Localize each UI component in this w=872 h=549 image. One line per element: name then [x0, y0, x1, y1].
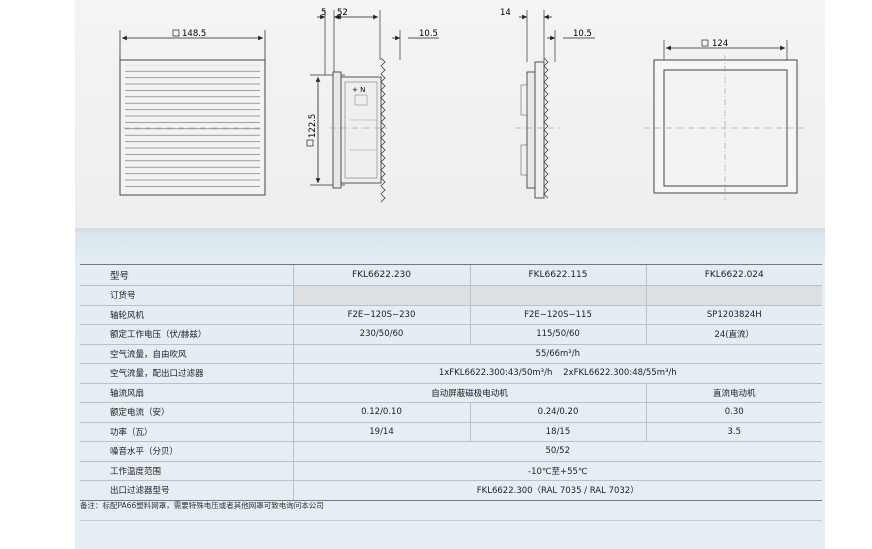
header-label: 型号: [80, 264, 293, 286]
header-model-024: FKL6622.024: [645, 264, 822, 286]
table-cell: 55/66m³/h: [292, 344, 822, 364]
table-header-row: 型号 FKL6622.230 FKL6622.115 FKL6622.024: [80, 264, 822, 286]
order-number-cell: [469, 285, 646, 306]
order-number-cell: [292, 285, 470, 306]
header-model-115: FKL6622.115: [469, 264, 646, 286]
table-row: 空气流量，配出口过滤器 1xFKL6622.300:43/50m³/h 2xFK…: [80, 363, 822, 384]
table-row: 功率（瓦） 19/14 18/15 3.5: [80, 422, 822, 442]
table-row: 额定工作电压（伏/赫兹） 230/50/60 115/50/60 24(直流）: [80, 324, 822, 345]
table-row: 额定电流（安） 0.12/0.10 0.24/0.20 0.30: [80, 402, 822, 423]
row-label: 轴流风扇: [80, 383, 293, 403]
row-label: 订货号: [80, 285, 293, 306]
row-label: 功率（瓦）: [80, 422, 293, 442]
table-row: 轴流风扇 自动屏蔽磁极电动机 直流电动机: [80, 383, 822, 403]
row-label: 轴轮风机: [80, 305, 293, 325]
front-view: 148.5: [119, 29, 266, 196]
table-cell: 19/14: [292, 422, 470, 442]
dim-front-width: 148.5: [182, 29, 206, 39]
table-cell: 230/50/60: [292, 324, 470, 345]
spec-table: 型号 FKL6622.230 FKL6622.115 FKL6622.024 订…: [80, 264, 822, 501]
table-cell: 自动屏蔽磁极电动机: [292, 383, 646, 403]
label-mark: + N: [352, 86, 365, 94]
dim-edge-depth: 14: [500, 8, 511, 18]
row-label: 额定电流（安）: [80, 402, 293, 423]
row-label: 空气流量，配出口过滤器: [80, 363, 293, 384]
dim-cutout: 124: [712, 39, 728, 49]
cutout-view: 124: [644, 39, 805, 200]
table-cell: F2E−120S−115: [469, 305, 646, 325]
table-row: 订货号: [80, 285, 822, 306]
table-cell: 0.30: [645, 402, 822, 423]
table-cell: -10℃至+55℃: [292, 461, 822, 481]
footnote: 备注：标配PA66塑料网罩，需要特殊电压或者其他网罩可致电询问本公司: [80, 501, 324, 510]
table-cell: SP1203824H: [645, 305, 822, 325]
table-cell: 24(直流）: [645, 324, 822, 345]
dim-side-depth: 52: [337, 8, 348, 18]
table-row: 噪音水平（分贝） 50/52: [80, 441, 822, 462]
table-cell: F2E−120S−230: [292, 305, 470, 325]
row-label: 工作温度范围: [80, 461, 293, 481]
divider: [80, 520, 822, 521]
table-row: 空气流量，自由吹风 55/66m³/h: [80, 344, 822, 364]
table-cell: 0.24/0.20: [469, 402, 646, 423]
table-row: 工作温度范围 -10℃至+55℃: [80, 461, 822, 481]
side-view: 5 52 10.5 122.5 + N: [306, 8, 439, 203]
table-cell: 直流电动机: [645, 383, 822, 403]
row-label: 空气流量，自由吹风: [80, 344, 293, 364]
spec-panel: 型号 FKL6622.230 FKL6622.115 FKL6622.024 订…: [75, 232, 825, 549]
row-label: 出口过滤器型号: [80, 480, 293, 501]
dim-side-frame: 5: [321, 8, 326, 18]
table-row: 出口过滤器型号 FKL6622.300（RAL 7035 / RAL 7032）: [80, 480, 822, 501]
table-cell: 1xFKL6622.300:43/50m³/h 2xFKL6622.300:48…: [292, 363, 822, 384]
dim-side-height: 122.5: [308, 114, 318, 138]
technical-drawing: 148.5 5 52 10.5 122.5 + N: [75, 0, 825, 232]
table-cell: 50/52: [292, 441, 822, 462]
order-number-cell: [645, 285, 822, 306]
table-cell: 0.12/0.10: [292, 402, 470, 423]
dim-edge-fin: 10.5: [573, 29, 592, 39]
header-model-230: FKL6622.230: [292, 264, 470, 286]
row-label: 额定工作电压（伏/赫兹）: [80, 324, 293, 345]
table-cell: 18/15: [469, 422, 646, 442]
row-label: 噪音水平（分贝）: [80, 441, 293, 462]
edge-view: 14 10.5: [500, 8, 595, 199]
table-row: 轴轮风机 F2E−120S−230 F2E−120S−115 SP1203824…: [80, 305, 822, 325]
table-cell: 115/50/60: [469, 324, 646, 345]
table-cell: 3.5: [645, 422, 822, 442]
table-cell: FKL6622.300（RAL 7035 / RAL 7032）: [292, 480, 822, 501]
dim-side-fin: 10.5: [419, 29, 438, 39]
